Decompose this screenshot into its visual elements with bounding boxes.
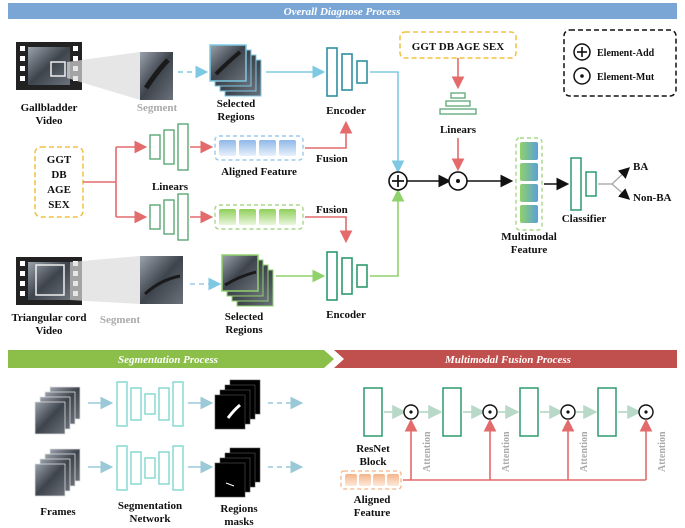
legend: Element-Add Element-Mut xyxy=(563,29,677,97)
masks-label-1: Regions xyxy=(220,503,258,515)
seg-network-label-1: Segmentation xyxy=(118,500,182,512)
aligned-fusion-label-2: Feature xyxy=(354,507,391,519)
linears-label: Linears xyxy=(152,181,189,193)
selected-regions-top-label-2: Regions xyxy=(217,111,255,123)
legend-mul-label: Element-Mut xyxy=(597,72,655,83)
clinical-box: GGT DB AGE SEX xyxy=(34,146,84,218)
masks-stack-top xyxy=(214,379,261,430)
masks-label-2: masks xyxy=(224,516,254,528)
aligned-fusion-label-1: Aligned xyxy=(354,494,391,506)
seg-network-top xyxy=(116,381,184,427)
clinical-age: AGE xyxy=(47,184,71,196)
output-arrows xyxy=(598,167,631,200)
gallbladder-video-icon xyxy=(16,42,82,90)
aligned-feature-lower xyxy=(214,204,304,230)
segmentation-header-title: Segmentation Process xyxy=(118,354,218,366)
selected-regions-top-label-1: Selected xyxy=(217,98,255,110)
fusion-header: Multimodal Fusion Process xyxy=(334,350,677,368)
fusion-header-title: Multimodal Fusion Process xyxy=(444,354,571,366)
clinical-top-box: GGT DB AGE SEX xyxy=(399,31,517,59)
aligned-feature-fusion xyxy=(340,470,402,490)
attention-arrows xyxy=(403,418,653,481)
classifier-label: Classifier xyxy=(562,213,607,225)
encoder-top-to-add-arrow xyxy=(370,71,405,174)
encoder-top-label: Encoder xyxy=(326,105,366,117)
fusion-lower-label: Fusion xyxy=(316,204,348,216)
frames-label: Frames xyxy=(40,506,76,518)
attention-label-1: Attention xyxy=(422,431,433,472)
fusion-upper-label: Fusion xyxy=(316,153,348,165)
encoder-bottom xyxy=(326,251,368,301)
triangular-label-2: Video xyxy=(35,325,63,337)
selected-regions-bottom-label-1: Selected xyxy=(225,311,263,323)
clinical-top-label: GGT DB AGE SEX xyxy=(412,41,504,53)
attention-label-4: Attention xyxy=(657,431,668,472)
aligned-feature-label: Aligned Feature xyxy=(221,166,297,178)
add-node-icon xyxy=(388,171,408,191)
resnet-label-2: Block xyxy=(360,456,388,468)
multimodal-label-1: Multimodal xyxy=(501,231,557,243)
output-non-ba: Non-BA xyxy=(633,192,672,204)
frames-stack-top xyxy=(34,386,81,435)
encoder-bottom-label: Encoder xyxy=(326,309,366,321)
triangular-crop xyxy=(140,256,183,304)
frames-stack-bottom xyxy=(34,448,81,497)
attention-label-3: Attention xyxy=(579,431,590,472)
linears-top xyxy=(439,92,477,115)
clinical-ggt: GGT xyxy=(47,154,72,166)
segment-label-bottom: Segment xyxy=(100,314,141,326)
clinical-branch-arrows xyxy=(83,140,148,224)
selected-regions-bottom-label-2: Regions xyxy=(225,324,263,336)
linears-top-label: Linears xyxy=(440,124,477,136)
element-mul-icon xyxy=(573,67,591,85)
linears-lower xyxy=(149,193,189,241)
multimodal-feature xyxy=(515,137,543,231)
overall-header: Overall Diagnose Process xyxy=(8,3,677,19)
segmentation-header: Segmentation Process xyxy=(8,350,334,368)
linears-upper xyxy=(149,123,189,171)
aligned-feature-upper xyxy=(214,135,304,161)
encoder-bottom-to-add-arrow xyxy=(370,188,405,277)
fusion-mul-node-4-icon xyxy=(638,404,654,420)
clinical-sex: SEX xyxy=(48,199,69,211)
segment-projection-lower xyxy=(70,256,140,304)
masks-stack-bottom xyxy=(214,447,261,498)
gallbladder-label-1: Gallbladder xyxy=(21,102,78,114)
fusion-mul-node-2-icon xyxy=(482,404,498,420)
fusion-mul-node-3-icon xyxy=(560,404,576,420)
gallbladder-shape xyxy=(143,58,170,90)
resnet-label-1: ResNet xyxy=(356,443,390,455)
triangular-label-1: Triangular cord xyxy=(11,312,86,324)
gallbladder-label-2: Video xyxy=(35,115,63,127)
fusion-lower-arrow xyxy=(305,216,353,244)
output-ba: BA xyxy=(633,161,648,173)
fusion-upper-arrow xyxy=(305,120,353,149)
classifier xyxy=(570,157,597,211)
segment-label-top: Segment xyxy=(137,102,178,114)
selected-regions-bottom xyxy=(221,254,274,307)
segment-projection xyxy=(67,52,140,100)
attention-label-2: Attention xyxy=(501,431,512,472)
resnet-blocks xyxy=(363,387,617,437)
encoder-top xyxy=(326,47,368,97)
clinical-db: DB xyxy=(51,169,67,181)
triangular-shape xyxy=(143,274,181,296)
mul-node-icon xyxy=(448,171,468,191)
seg-network-bottom xyxy=(116,445,184,491)
legend-add-label: Element-Add xyxy=(597,48,655,59)
seg-network-label-2: Network xyxy=(130,513,172,525)
multimodal-label-2: Feature xyxy=(511,244,548,256)
fusion-mul-node-1-icon xyxy=(403,404,419,420)
overall-header-title: Overall Diagnose Process xyxy=(284,6,401,18)
selected-regions-top xyxy=(209,44,262,97)
element-add-icon xyxy=(573,43,591,61)
